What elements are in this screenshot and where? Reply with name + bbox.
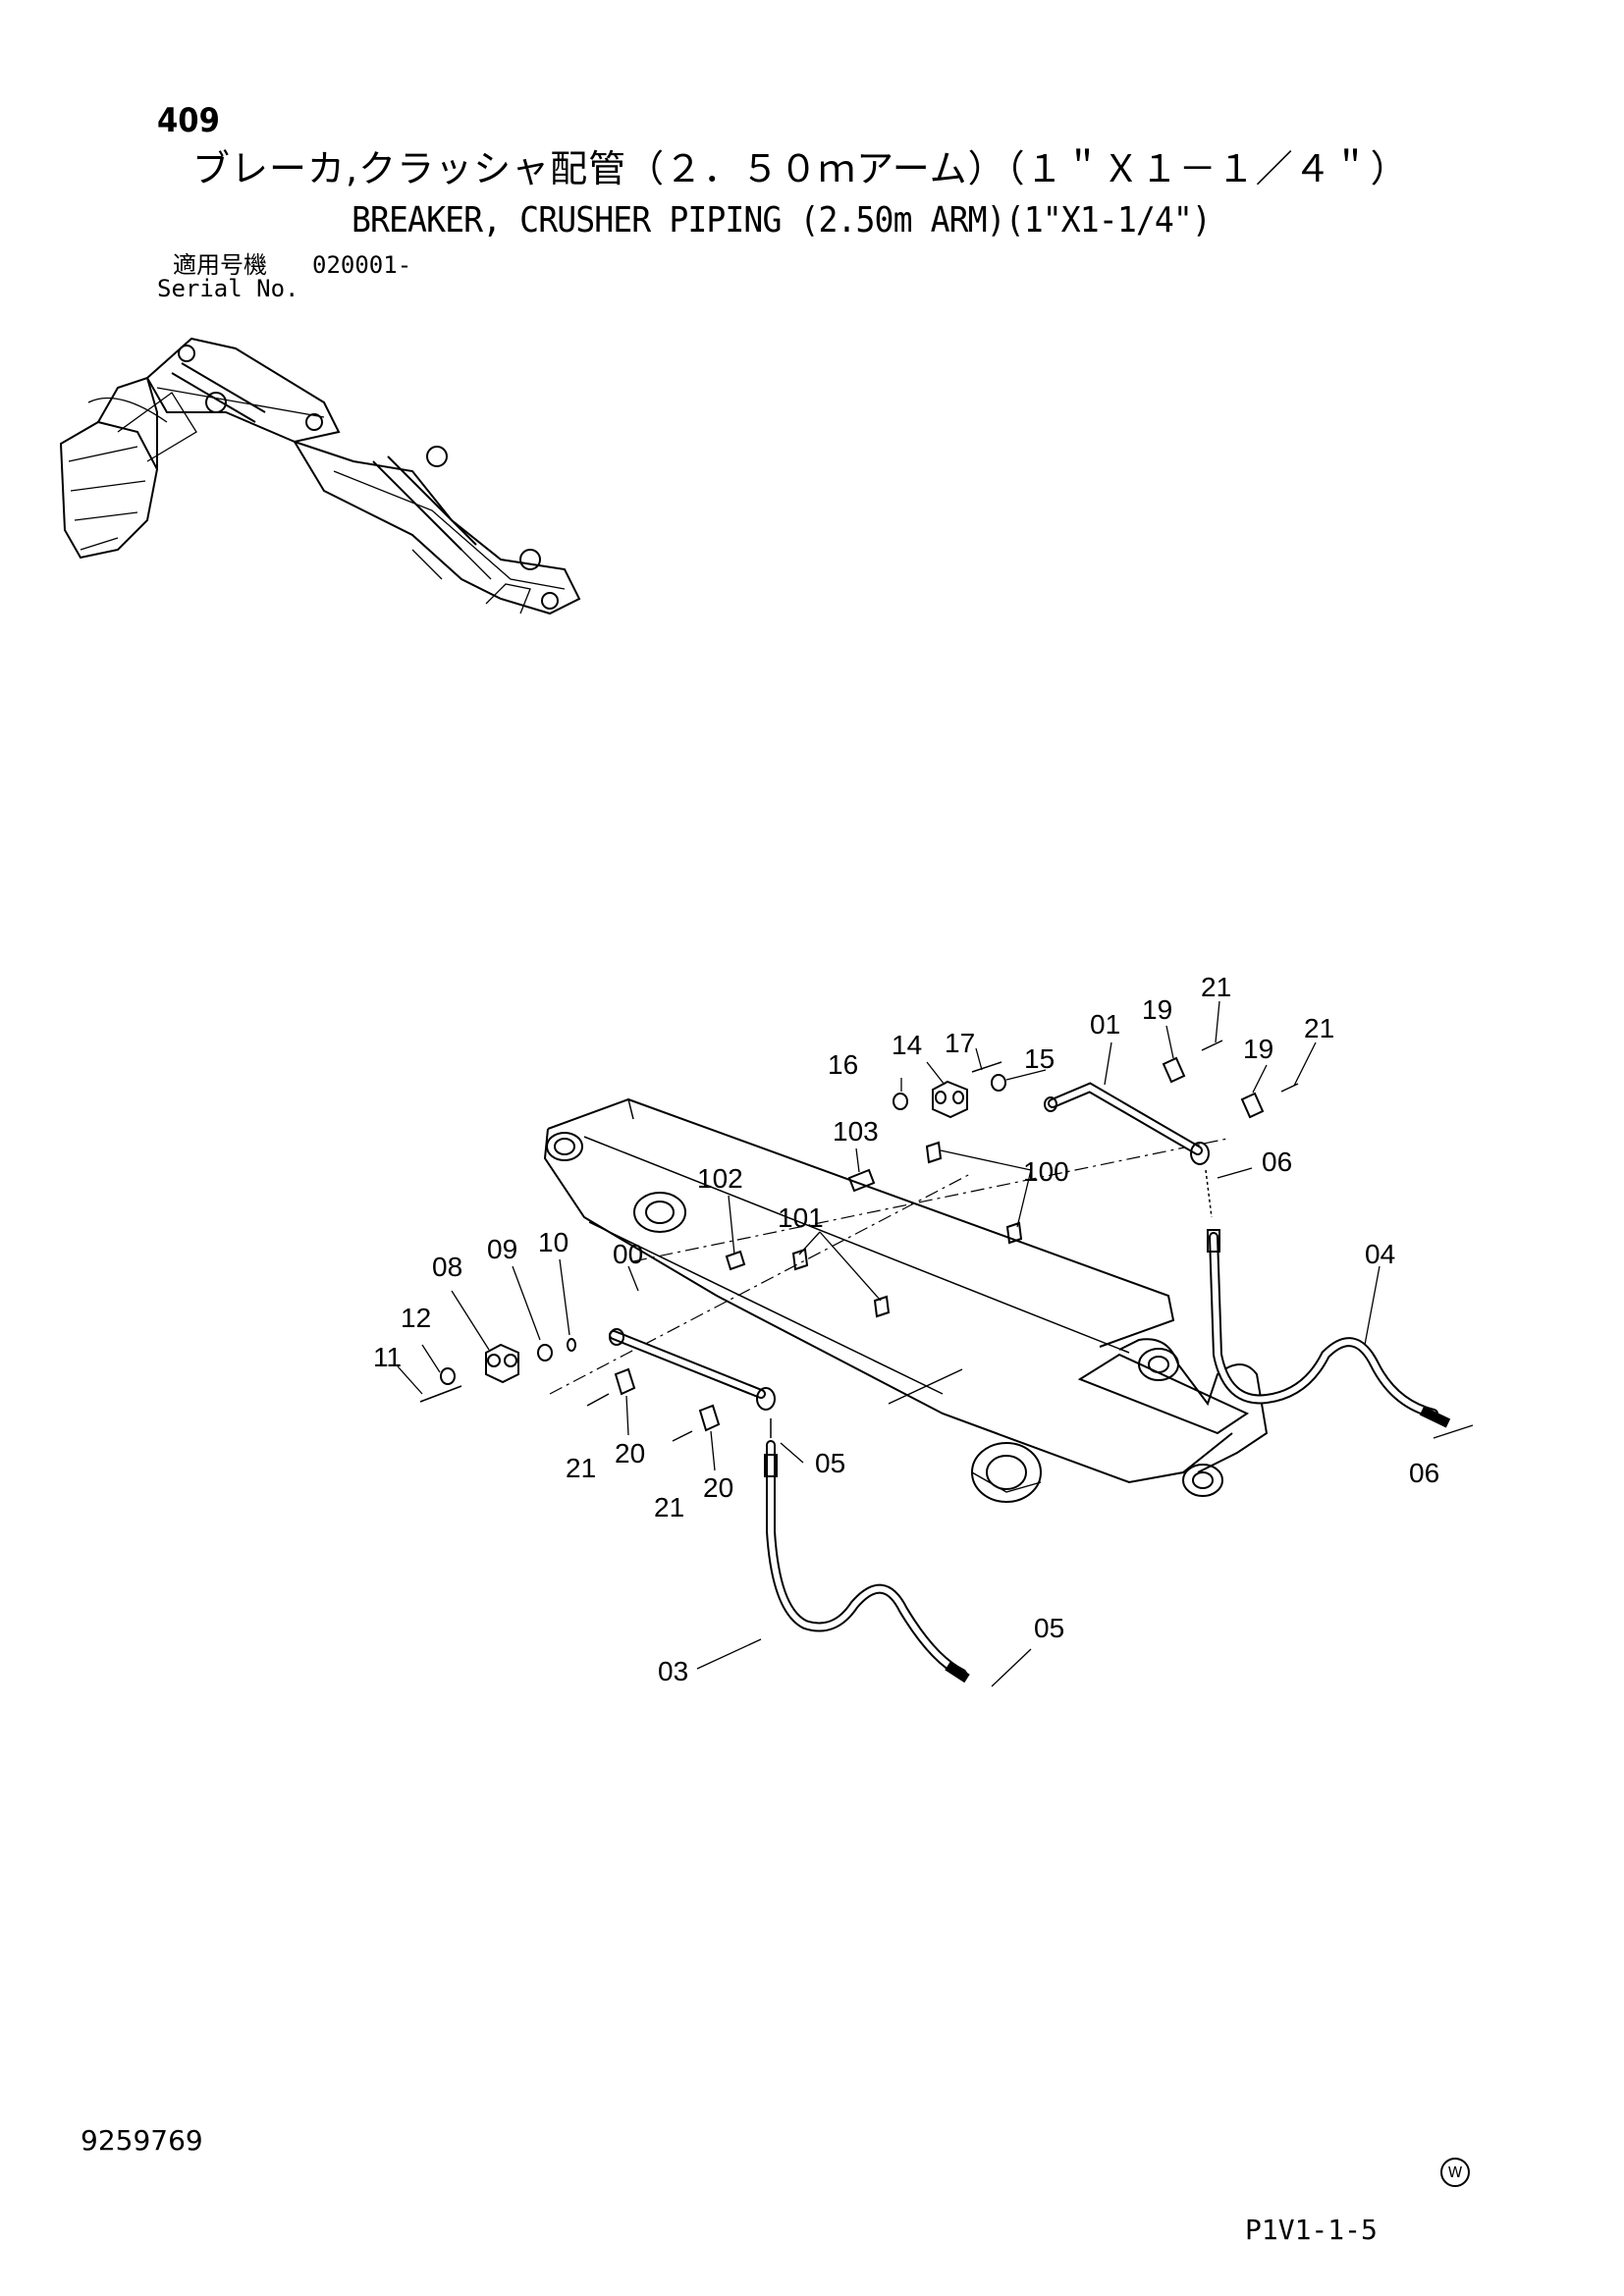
callout-09: 09 (487, 1234, 517, 1264)
arm-bottom-edge (543, 1128, 1233, 1484)
serial-label-english: Serial No. (157, 275, 299, 302)
callout-101: 101 (778, 1202, 824, 1233)
title-japanese: ブレーカ,クラッシャ配管（２．５０ｍアーム）（１＂Ｘ１－１／４＂） (192, 147, 1409, 190)
callout-17: 17 (945, 1028, 975, 1058)
callout-03: 03 (658, 1656, 688, 1686)
callout-labels: 00 01 03 04 05 05 06 06 08 09 10 11 12 1… (373, 972, 1439, 1686)
callout-102: 102 (697, 1163, 743, 1194)
callout-11: 11 (373, 1342, 402, 1372)
callout-100: 100 (1023, 1156, 1069, 1187)
page-number: 409 (157, 101, 220, 140)
title-english: BREAKER, CRUSHER PIPING (2.50m ARM)(1"X1… (352, 200, 1212, 240)
copyright-mark: W (1440, 2158, 1470, 2187)
callout-06-upper: 06 (1262, 1147, 1292, 1177)
document-number: 9259769 (81, 2124, 203, 2157)
callout-21-mid: 21 (654, 1492, 684, 1522)
callout-14: 14 (892, 1030, 922, 1060)
callout-05-lower: 05 (1034, 1613, 1064, 1643)
callout-12: 12 (401, 1303, 431, 1333)
callout-21-right: 21 (1304, 1013, 1334, 1043)
page-code: P1V1-1-5 (1245, 2214, 1378, 2246)
callout-19-left: 19 (1142, 994, 1172, 1025)
callout-00: 00 (613, 1239, 643, 1269)
callout-20-left: 20 (615, 1438, 645, 1468)
callout-10: 10 (538, 1227, 568, 1257)
callout-20-right: 20 (703, 1472, 733, 1503)
callout-05-upper: 05 (815, 1448, 845, 1478)
arm-top-edge (547, 1097, 1175, 1348)
serial-value: 020001- (312, 251, 412, 279)
callout-16: 16 (828, 1049, 858, 1080)
callout-103: 103 (833, 1116, 879, 1147)
callout-19-right: 19 (1243, 1034, 1273, 1064)
callout-08: 08 (432, 1252, 462, 1282)
serial-label-japanese: 適用号機 (173, 251, 267, 279)
callout-21-top: 21 (1201, 972, 1231, 1002)
callout-04: 04 (1365, 1239, 1395, 1269)
callout-01: 01 (1090, 1009, 1120, 1040)
callout-06-lower: 06 (1409, 1458, 1439, 1488)
callout-21-left: 21 (566, 1453, 596, 1483)
callout-15: 15 (1024, 1043, 1055, 1074)
